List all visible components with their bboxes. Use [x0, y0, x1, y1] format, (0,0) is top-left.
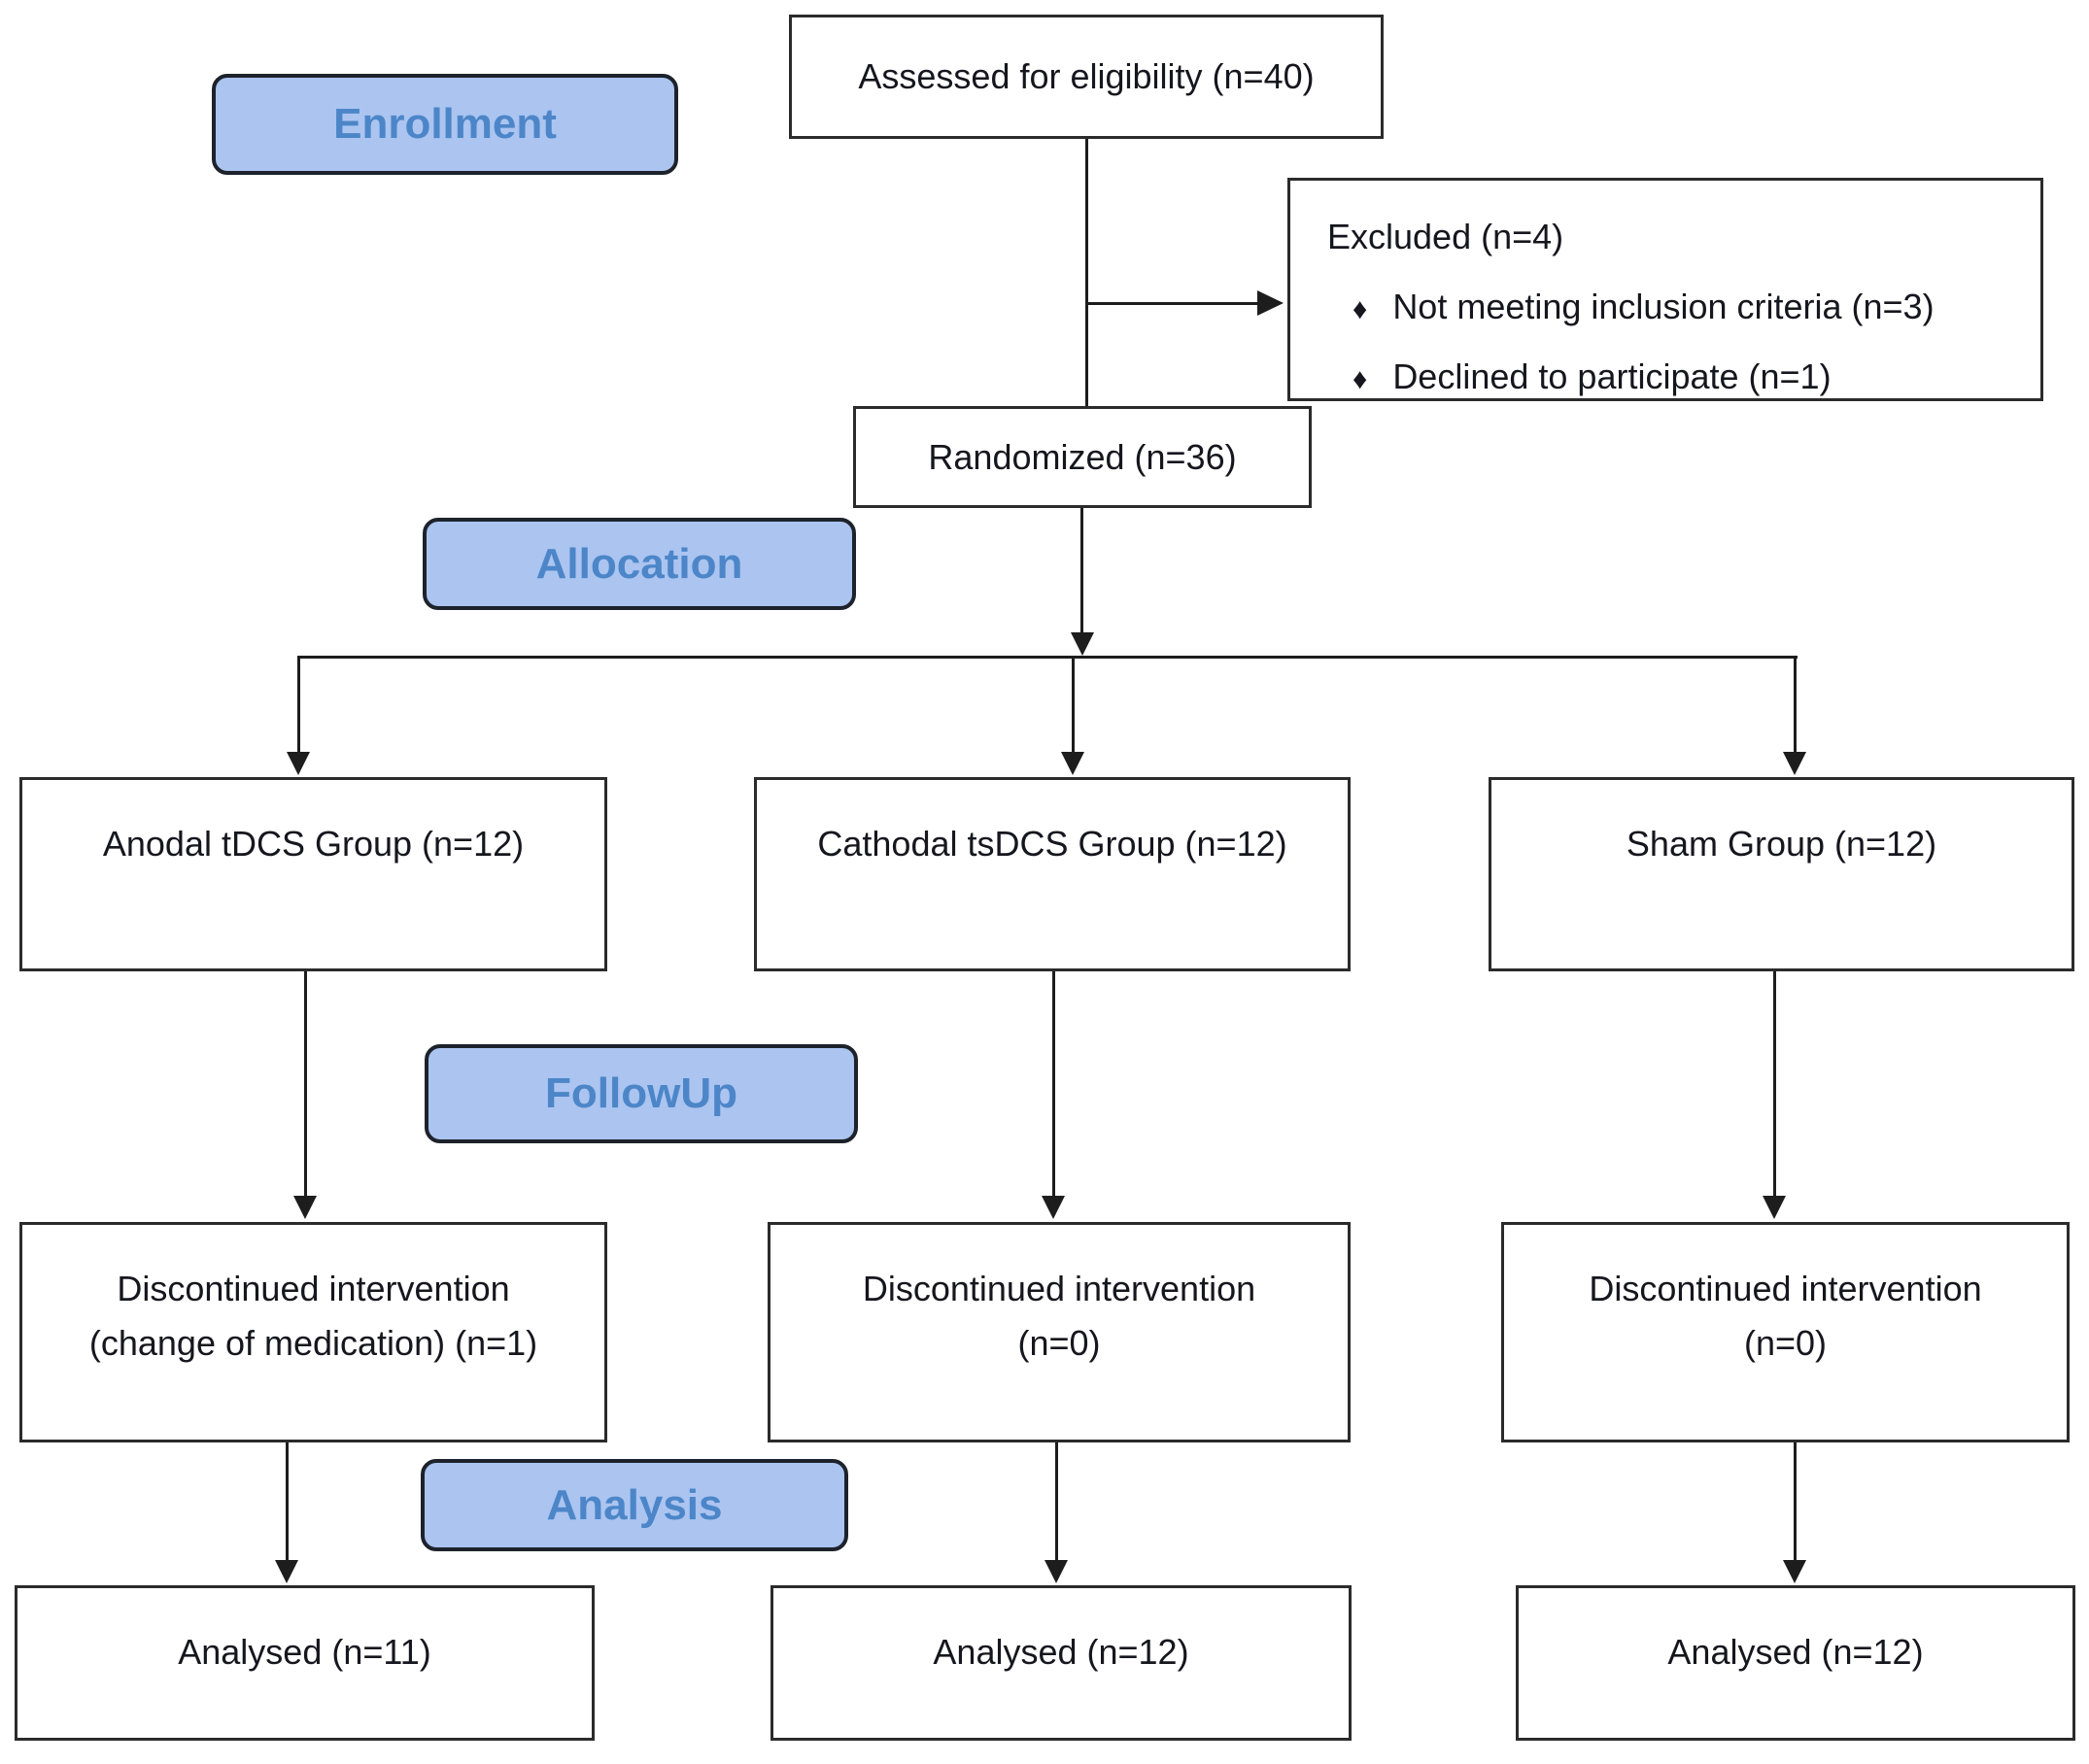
discontinued-anodal-line1: Discontinued intervention — [117, 1269, 510, 1308]
followup-stage-label: FollowUp — [425, 1044, 858, 1143]
excluded-box: Excluded (n=4) ♦ Not meeting inclusion c… — [1287, 178, 2043, 401]
allocation-stage-text: Allocation — [535, 539, 743, 588]
connector-to-anodal-group — [297, 659, 300, 752]
connector-sham-to-discontinued — [1773, 971, 1776, 1196]
discontinued-cathodal-line2: (n=0) — [1017, 1322, 1101, 1363]
arrowhead-cathodal-analysed — [1044, 1560, 1068, 1583]
connector-sham-to-analysed — [1794, 1442, 1797, 1561]
group-sham-label: Sham Group (n=12) — [1626, 824, 1937, 864]
connector-cathodal-to-analysed — [1055, 1442, 1058, 1561]
enrollment-stage-text: Enrollment — [333, 100, 557, 148]
group-box-sham: Sham Group (n=12) — [1489, 777, 2074, 971]
assessed-label: Assessed for eligibility (n=40) — [858, 56, 1315, 97]
connector-anodal-to-analysed — [286, 1442, 289, 1561]
analysed-box-cathodal: Analysed (n=12) — [771, 1585, 1352, 1741]
analysed-sham-label: Analysed (n=12) — [1667, 1632, 1924, 1672]
analysed-anodal-label: Analysed (n=11) — [178, 1632, 431, 1672]
randomized-label: Randomized (n=36) — [928, 436, 1237, 477]
arrowhead-anodal-analysed — [275, 1560, 298, 1583]
enrollment-stage-label: Enrollment — [212, 74, 678, 175]
discontinued-box-anodal: Discontinued intervention (change of med… — [19, 1222, 607, 1442]
excluded-item-text: Not meeting inclusion criteria (n=3) — [1392, 286, 1935, 326]
analysis-stage-label: Analysis — [421, 1459, 848, 1551]
arrowhead-cathodal-group — [1061, 752, 1084, 775]
connector-cathodal-to-discontinued — [1052, 971, 1055, 1196]
analysed-box-anodal: Analysed (n=11) — [15, 1585, 595, 1741]
group-box-cathodal: Cathodal tsDCS Group (n=12) — [754, 777, 1351, 971]
arrowhead-anodal-discontinued — [293, 1196, 317, 1219]
discontinued-sham-line2: (n=0) — [1743, 1322, 1828, 1363]
arrowhead-randomized-branch — [1071, 632, 1094, 656]
group-box-anodal: Anodal tDCS Group (n=12) — [19, 777, 607, 971]
arrowhead-sham-analysed — [1783, 1560, 1806, 1583]
analysed-box-sham: Analysed (n=12) — [1516, 1585, 2075, 1741]
diamond-bullet-icon: ♦ — [1353, 362, 1368, 395]
allocation-stage-label: Allocation — [423, 518, 856, 610]
connector-excluded-branch — [1085, 302, 1258, 305]
arrowhead-sham-group — [1783, 752, 1806, 775]
arrowhead-cathodal-discontinued — [1042, 1196, 1065, 1219]
analysis-stage-text: Analysis — [546, 1480, 723, 1529]
arrowhead-anodal-group — [287, 752, 310, 775]
discontinued-box-cathodal: Discontinued intervention (n=0) — [768, 1222, 1351, 1442]
connector-allocation-horizontal — [297, 656, 1798, 659]
discontinued-anodal-line2: (change of medication) (n=1) — [88, 1322, 538, 1363]
randomized-box: Randomized (n=36) — [853, 406, 1312, 508]
excluded-title: Excluded (n=4) — [1327, 217, 1564, 256]
arrowhead-excluded — [1257, 290, 1284, 316]
excluded-item-row: ♦ Declined to participate (n=1) — [1327, 350, 1832, 404]
diamond-bullet-icon: ♦ — [1353, 292, 1368, 325]
connector-randomized-down — [1080, 508, 1083, 635]
group-cathodal-label: Cathodal tsDCS Group (n=12) — [817, 824, 1287, 864]
discontinued-box-sham: Discontinued intervention (n=0) — [1501, 1222, 2070, 1442]
connector-to-cathodal-group — [1072, 659, 1075, 752]
connector-to-sham-group — [1794, 659, 1797, 752]
followup-stage-text: FollowUp — [545, 1069, 737, 1117]
assessed-box: Assessed for eligibility (n=40) — [789, 15, 1384, 139]
group-anodal-label: Anodal tDCS Group (n=12) — [102, 824, 525, 864]
excluded-item-text: Declined to participate (n=1) — [1392, 356, 1832, 396]
discontinued-sham-line1: Discontinued intervention — [1589, 1269, 1982, 1308]
arrowhead-sham-discontinued — [1763, 1196, 1786, 1219]
connector-anodal-to-discontinued — [304, 971, 307, 1196]
analysed-cathodal-label: Analysed (n=12) — [933, 1632, 1189, 1672]
excluded-item-row: ♦ Not meeting inclusion criteria (n=3) — [1327, 280, 1935, 334]
connector-assessed-to-randomized — [1085, 139, 1088, 406]
discontinued-cathodal-line1: Discontinued intervention — [862, 1269, 1256, 1308]
